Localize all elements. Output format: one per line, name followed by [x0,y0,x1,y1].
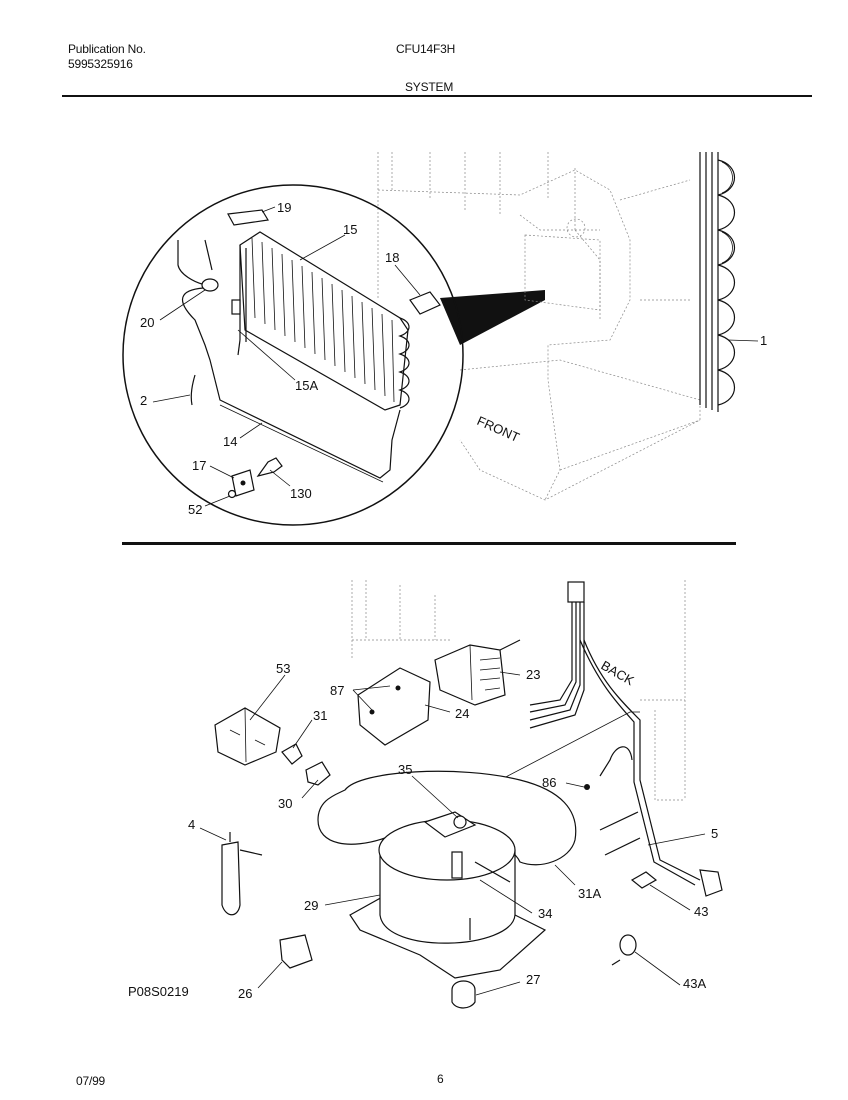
part-2-clip [190,374,196,406]
part-18-pad [409,291,441,315]
top-leaders [152,206,759,507]
part-53-cover [214,707,281,766]
front-label: FRONT [475,413,522,445]
callout-15a: 15A [295,378,318,393]
callout-14: 14 [223,434,237,449]
inset-detail-circle [122,184,464,526]
section-divider [122,542,736,545]
callout-43a: 43A [683,976,706,991]
callout-31a: 31A [578,886,601,901]
part-27-grommet [451,980,476,1009]
evaporator [231,231,410,411]
callout-1: 1 [760,333,767,348]
callout-20: 20 [140,315,154,330]
part-31-terminal [281,743,303,765]
footer-date: 07/99 [76,1074,106,1088]
callout-43: 43 [694,904,708,919]
callout-53: 53 [276,661,290,676]
publication-number: 5995325916 [68,57,133,71]
part-26-grommet [279,934,313,969]
header-rule [62,95,812,97]
wiring-harness [529,581,723,897]
part-86-clip [584,746,641,856]
callout-18: 18 [385,250,399,265]
part-29-compressor [378,811,516,944]
publication-label: Publication No. [68,42,146,56]
part-35-grommet [453,815,467,829]
part-43a-clamp [611,934,637,966]
part-4-drier [221,832,263,916]
callout-17: 17 [192,458,206,473]
callout-4: 4 [188,817,195,832]
part-43-clip [630,871,658,889]
diagram-code: P08S0219 [128,984,189,999]
part-30-cap [305,761,331,786]
part-52-washer [227,489,237,499]
callout-86: 86 [542,775,556,790]
callout-27: 27 [526,972,540,987]
callout-87: 87 [330,683,344,698]
cabinet-outline [377,152,701,501]
condenser-coil [699,152,735,412]
callout-34: 34 [538,906,552,921]
part-130-screw [256,457,283,477]
callout-29: 29 [304,898,318,913]
callout-130: 130 [290,486,312,501]
callout-23: 23 [526,667,540,682]
callout-35: 35 [398,762,412,777]
callout-52: 52 [188,502,202,517]
callout-2: 2 [140,393,147,408]
bottom-leaders [199,671,706,996]
part-20-sensor [177,239,219,381]
callout-30: 30 [278,796,292,811]
back-label: BACK [599,658,637,689]
lower-cabinet-outline [351,580,686,801]
part-14-tube [214,379,401,479]
footer-page-number: 6 [437,1072,444,1086]
section-title: SYSTEM [405,80,454,94]
part-19-pad [227,209,269,226]
callout-19: 19 [277,200,291,215]
part-23-relay [434,639,521,706]
callout-15: 15 [343,222,357,237]
callout-24: 24 [455,706,469,721]
callout-31: 31 [313,708,327,723]
callout-5: 5 [711,826,718,841]
callout-26: 26 [238,986,252,1001]
model-number: CFU14F3H [396,42,456,56]
